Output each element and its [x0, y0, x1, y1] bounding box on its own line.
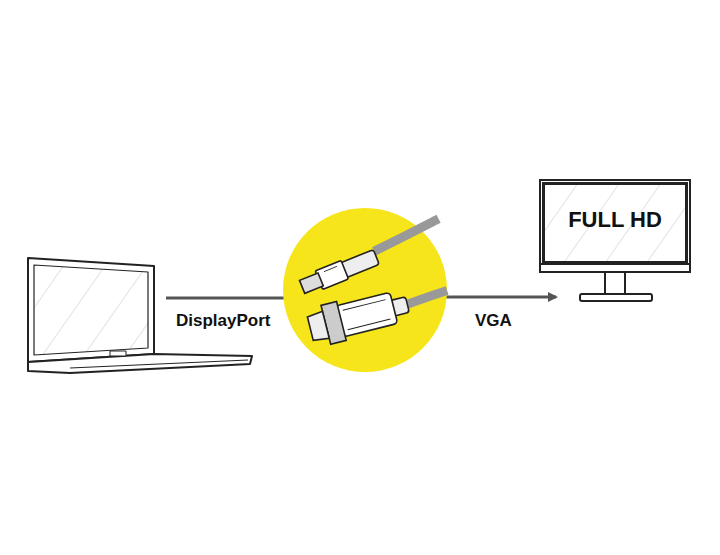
port-label: VGA [475, 311, 512, 331]
monitor-screen: FULL HD [542, 182, 688, 264]
signal-arrow [440, 296, 556, 299]
screen-text: FULL HD [545, 207, 685, 233]
cable-illustration [283, 208, 453, 372]
port-label: DisplayPort [176, 311, 270, 331]
signal-line [166, 297, 300, 300]
monitor [540, 180, 690, 301]
